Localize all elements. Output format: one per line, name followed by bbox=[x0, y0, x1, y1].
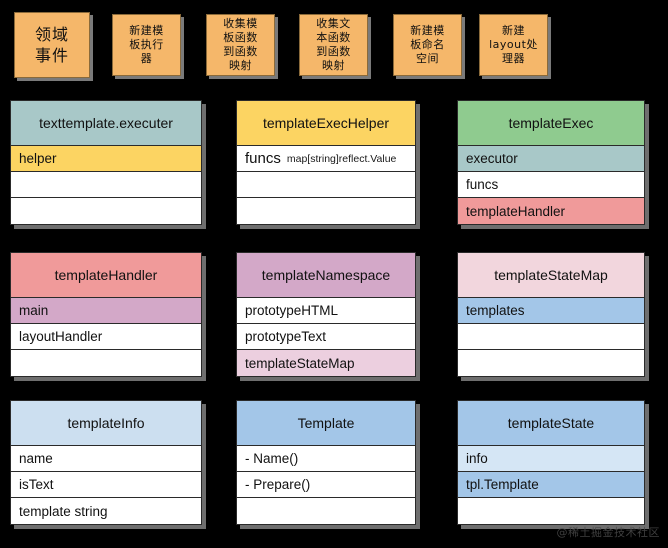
class-box-title: templateExecHelper bbox=[237, 101, 415, 146]
class-box-title: Template bbox=[237, 401, 415, 446]
class-box[interactable]: templateExecHelper funcs map[string]reflec… bbox=[236, 100, 416, 225]
class-member-label: executor bbox=[466, 151, 518, 166]
class-member-row: templates bbox=[458, 298, 644, 324]
class-member-label: name bbox=[19, 451, 53, 466]
watermark-label: @稀土掘金技术社区 bbox=[556, 526, 660, 539]
class-member-row: name bbox=[11, 446, 201, 472]
class-empty-row bbox=[458, 350, 644, 376]
class-member-row: tpl.Template bbox=[458, 472, 644, 498]
class-member-label: funcs bbox=[245, 150, 281, 167]
class-box[interactable]: Template - Name() - Prepare() bbox=[236, 400, 416, 525]
class-box[interactable]: templateHandler main layoutHandler bbox=[10, 252, 202, 377]
class-box-title: templateState bbox=[458, 401, 644, 446]
class-member-row: executor bbox=[458, 146, 644, 172]
class-empty-row bbox=[11, 350, 201, 376]
class-box[interactable]: templateNamespace prototypeHTML prototypeT… bbox=[236, 252, 416, 377]
process-box-4[interactable]: 新建模板命名空间 bbox=[393, 14, 462, 76]
class-box[interactable]: templateInfo name isText template string bbox=[10, 400, 202, 525]
class-empty-row bbox=[458, 498, 644, 524]
class-empty-row bbox=[11, 198, 201, 224]
process-box-label: 新建模板命名空间 bbox=[410, 24, 445, 65]
class-box[interactable]: templateStateMap templates bbox=[457, 252, 645, 377]
class-member-label: prototypeText bbox=[245, 329, 327, 344]
process-box-label: 收集文本函数到函数映射 bbox=[316, 17, 351, 72]
process-box-label: 领域事件 bbox=[34, 25, 69, 65]
class-empty-row bbox=[458, 324, 644, 350]
process-box-label: 新建模板执行器 bbox=[129, 24, 164, 65]
class-member-row: template string bbox=[11, 498, 201, 524]
class-member-row: funcs map[string]reflect.Value bbox=[237, 146, 415, 172]
class-member-label: tpl.Template bbox=[466, 477, 539, 492]
class-member-row: main bbox=[11, 298, 201, 324]
class-member-label: - Name() bbox=[245, 451, 299, 466]
class-member-row: helper bbox=[11, 146, 201, 172]
class-member-label: templateHandler bbox=[466, 203, 566, 219]
class-box[interactable]: texttemplate.executer helper bbox=[10, 100, 202, 225]
class-box-title: texttemplate.executer bbox=[11, 101, 201, 146]
process-box-label: 收集模板函数到函数映射 bbox=[223, 17, 258, 72]
class-box[interactable]: templateExec executor funcs templateHandler bbox=[457, 100, 645, 225]
class-empty-row bbox=[237, 198, 415, 224]
class-member-row: prototypeHTML bbox=[237, 298, 415, 324]
process-box-1[interactable]: 新建模板执行器 bbox=[112, 14, 181, 76]
class-member-label: template string bbox=[19, 503, 108, 519]
process-box-0[interactable]: 领域事件 bbox=[14, 12, 90, 78]
class-box-title: templateExec bbox=[458, 101, 644, 146]
class-member-row: funcs bbox=[458, 172, 644, 198]
class-box[interactable]: templateState info tpl.Template bbox=[457, 400, 645, 525]
class-empty-row bbox=[237, 172, 415, 198]
class-member-label: prototypeHTML bbox=[245, 303, 339, 318]
class-member-label: templateStateMap bbox=[245, 355, 355, 371]
class-empty-row bbox=[237, 498, 415, 524]
class-empty-row bbox=[11, 172, 201, 198]
class-member-label: info bbox=[466, 451, 488, 466]
class-member-row: - Name() bbox=[237, 446, 415, 472]
class-member-row: templateStateMap bbox=[237, 350, 415, 376]
process-box-2[interactable]: 收集模板函数到函数映射 bbox=[206, 14, 275, 76]
class-member-label: main bbox=[19, 303, 49, 318]
class-member-label: helper bbox=[19, 151, 57, 166]
class-member-row: prototypeText bbox=[237, 324, 415, 350]
class-member-row: - Prepare() bbox=[237, 472, 415, 498]
class-member-row: info bbox=[458, 446, 644, 472]
class-member-label: layoutHandler bbox=[19, 329, 103, 344]
class-member-row: templateHandler bbox=[458, 198, 644, 224]
class-box-title: templateInfo bbox=[11, 401, 201, 446]
class-member-row: isText bbox=[11, 472, 201, 498]
process-flow-row: 领域事件 新建模板执行器 收集模板函数到函数映射 收集文本函数到函数映射 新建模板命名空… bbox=[0, 0, 668, 92]
class-box-title: templateHandler bbox=[11, 253, 201, 298]
class-box-title: templateNamespace bbox=[237, 253, 415, 298]
class-member-row: layoutHandler bbox=[11, 324, 201, 350]
class-member-label: templates bbox=[466, 303, 525, 318]
class-member-label: funcs bbox=[466, 177, 499, 192]
class-box-title: templateStateMap bbox=[458, 253, 644, 298]
class-member-type: map[string]reflect.Value bbox=[286, 152, 397, 165]
class-member-label: - Prepare() bbox=[245, 477, 311, 492]
class-member-label: isText bbox=[19, 477, 54, 492]
process-box-3[interactable]: 收集文本函数到函数映射 bbox=[299, 14, 368, 76]
